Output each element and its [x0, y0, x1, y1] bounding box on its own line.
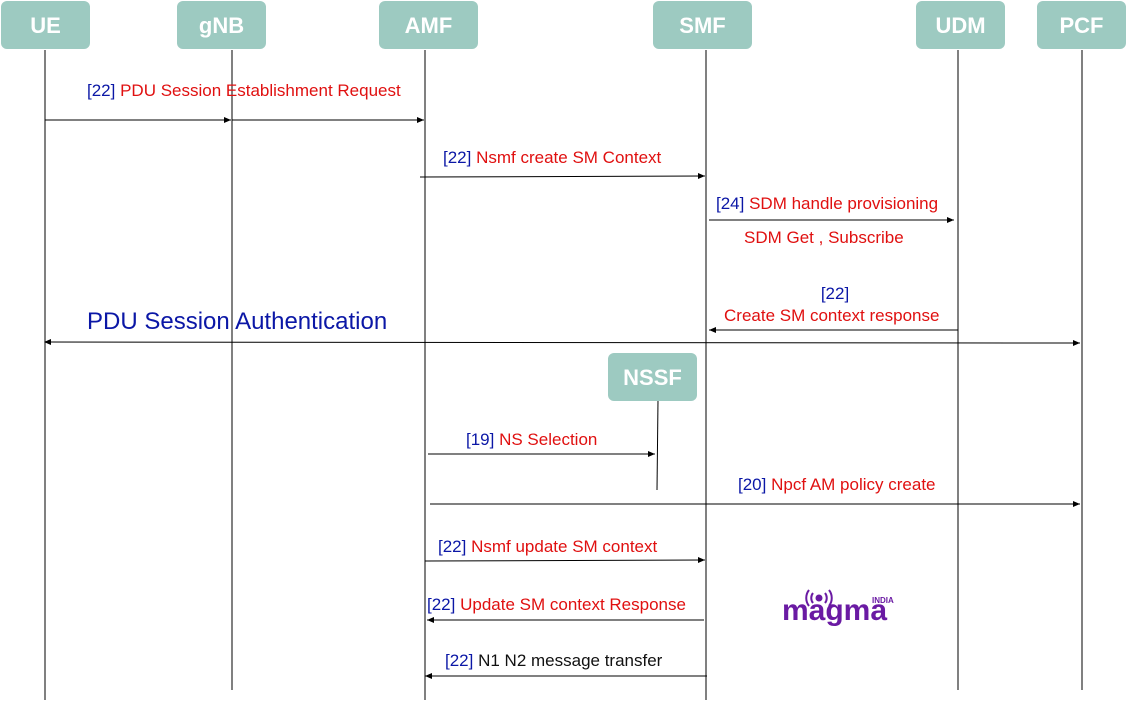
arrow-amf-to-smf-create [419, 173, 706, 180]
nssf-lifeline [656, 399, 659, 491]
svg-text:UDM: UDM [935, 13, 985, 38]
msg-nsmf-create-sm-context: [22] Nsmf create SM Context [443, 148, 662, 167]
udm-node: UDM [916, 1, 1005, 49]
msg-pdu-session-establishment-request: [22] PDU Session Establishment Request [87, 81, 401, 100]
msg-ns-selection: [19] NS Selection [466, 430, 597, 449]
arrow-ue-pcf-bidirectional [44, 339, 1081, 346]
amf-node: AMF [379, 1, 478, 49]
svg-text:UE: UE [30, 13, 61, 38]
svg-text:SMF: SMF [679, 13, 725, 38]
arrow-amf-to-smf-update [424, 557, 706, 564]
magma-logo: magma INDIA [782, 589, 894, 627]
msg-n1-n2-message-transfer: [22] N1 N2 message transfer [445, 651, 663, 670]
msg-update-sm-context-response: [22] Update SM context Response [427, 595, 686, 614]
msg-pdu-session-authentication: PDU Session Authentication [87, 308, 387, 335]
svg-text:NSSF: NSSF [623, 365, 682, 390]
nssf-node: NSSF [608, 353, 697, 401]
msg-create-sm-context-response-ref: [22] [821, 284, 849, 303]
msg-sdm-get-subscribe: SDM Get , Subscribe [744, 228, 904, 247]
pcf-node: PCF [1037, 1, 1126, 49]
svg-text:PCF: PCF [1060, 13, 1104, 38]
msg-nsmf-update-sm-context: [22] Nsmf update SM context [438, 537, 658, 556]
msg-npcf-am-policy-create: [20] Npcf AM policy create [738, 475, 936, 494]
msg-create-sm-context-response: Create SM context response [724, 306, 939, 325]
svg-text:gNB: gNB [199, 13, 244, 38]
smf-node: SMF [653, 1, 752, 49]
antenna-icon [805, 589, 833, 607]
svg-text:INDIA: INDIA [872, 596, 894, 605]
svg-text:AMF: AMF [405, 13, 453, 38]
svg-text:magma: magma [782, 594, 887, 627]
msg-sdm-handle-provisioning: [24] SDM handle provisioning [716, 194, 938, 213]
gnb-node: gNB [177, 1, 266, 49]
ue-node: UE [1, 1, 90, 49]
